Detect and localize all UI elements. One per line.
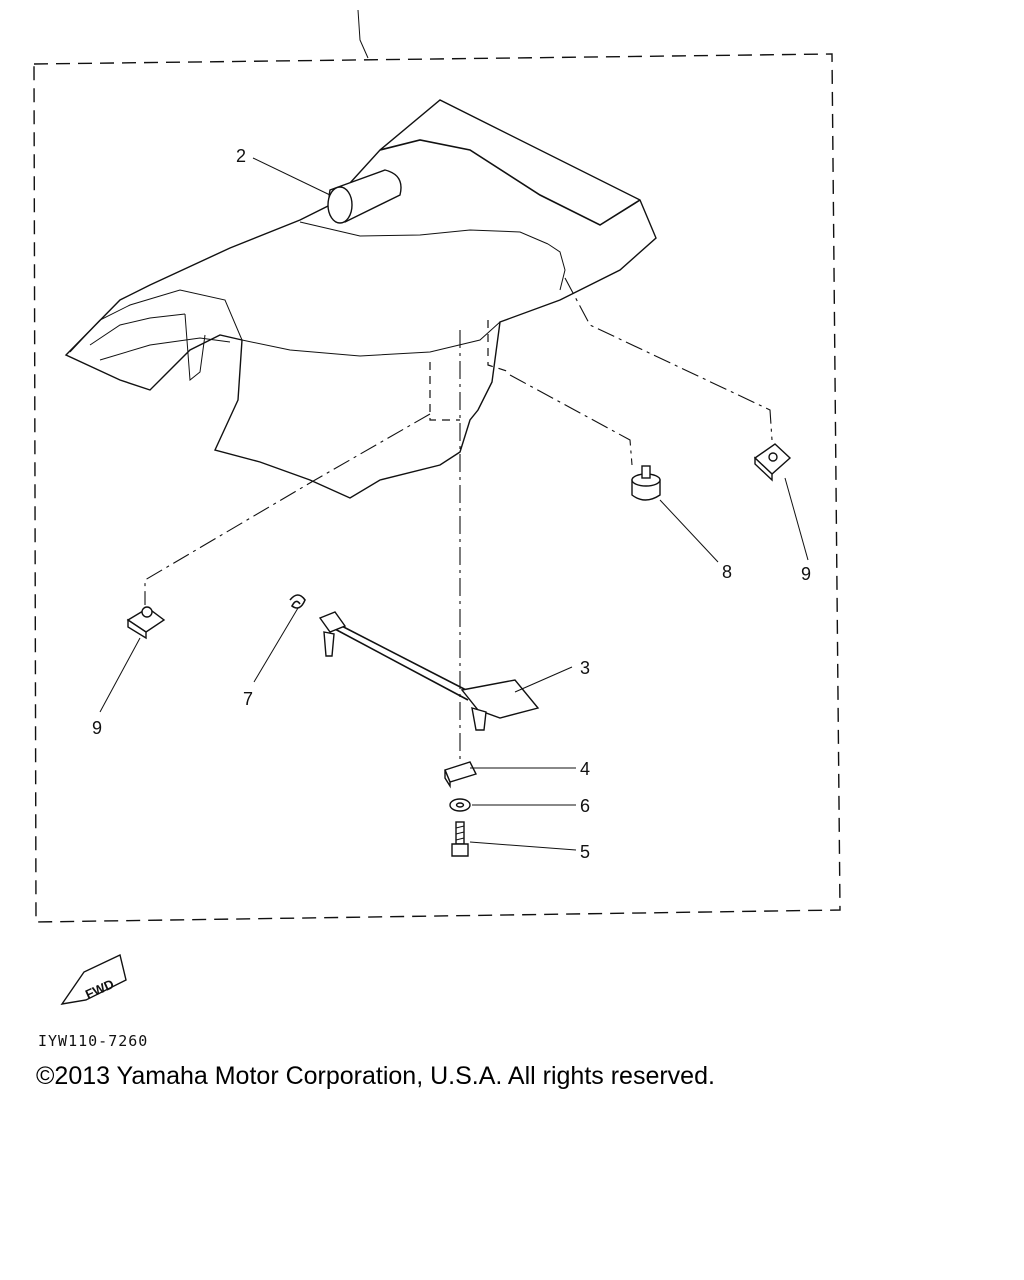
leader-to-8 [509,374,633,466]
clip-part-9-left [126,606,166,640]
clip-part-9-right [753,443,792,482]
bracket-part-4 [444,761,477,789]
bolt-part-5 [451,821,469,857]
callout-2: 2 [236,146,246,166]
callout-7: 7 [243,689,253,709]
callout-5: 5 [580,842,590,862]
callout-8: 8 [722,562,732,582]
callout-4: 4 [580,759,590,779]
callout-6: 6 [580,796,590,816]
copyright-notice: ©2013 Yamaha Motor Corporation, U.S.A. A… [36,1062,715,1090]
callout-3: 3 [580,658,590,678]
callout-9-left: 9 [92,718,102,738]
seat [64,99,657,499]
leader-to-left-9 [144,413,431,605]
fwd-arrow-icon: FWD [60,953,127,1005]
spring-part-7 [289,594,306,609]
assembly-boundary [33,53,841,923]
assembly-leader-line [357,9,369,59]
drawing-code: IYW110-7260 [38,1032,148,1050]
washer-part-6 [449,798,471,812]
callout-9-right: 9 [801,564,811,584]
lock-latch-part-3 [318,611,540,731]
damper-part-8 [631,465,661,501]
leader-to-right-9 [564,277,773,441]
